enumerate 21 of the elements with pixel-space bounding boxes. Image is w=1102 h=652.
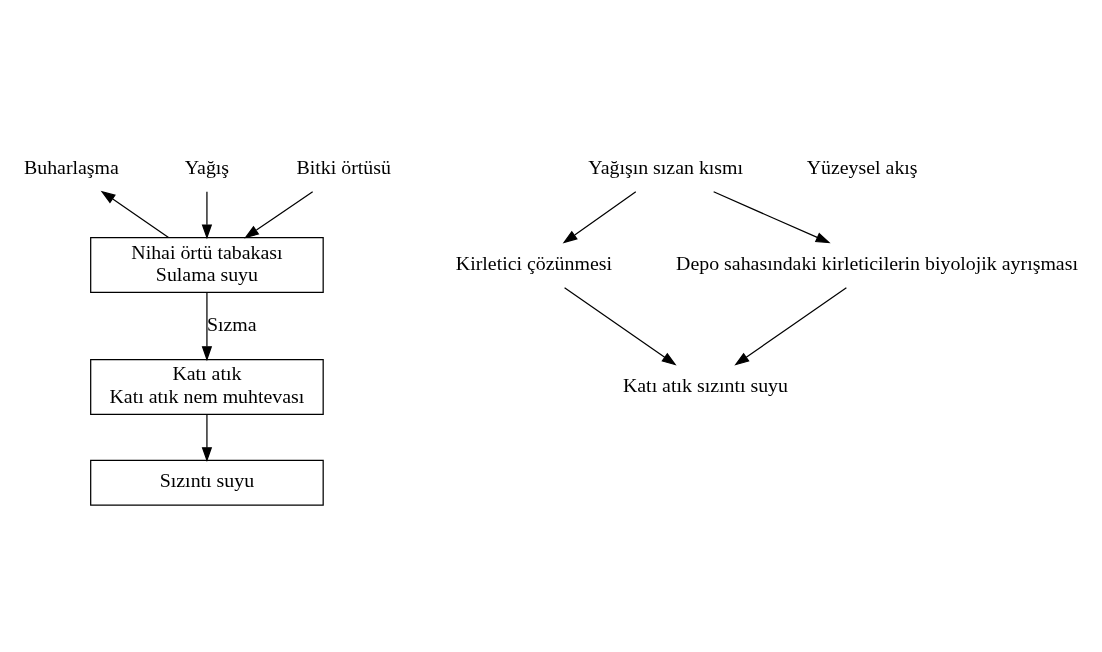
node-text: Buharlaşma (23, 156, 119, 179)
arrow (562, 191, 637, 244)
node-text: Bitki örtüsü (296, 156, 391, 179)
arrow (734, 287, 847, 366)
node-text: Yağış (184, 156, 230, 179)
arrow (100, 190, 170, 239)
arrow (244, 191, 314, 239)
label: Yüzeysel akış (806, 156, 918, 179)
node-box: Nihai örtü tabakası Sulama suyu (90, 237, 324, 294)
node-text: Yağışın sızan kısmı (588, 156, 744, 179)
node-text: Kirletici çözünmesi (455, 251, 612, 274)
edge-label: Sızma (206, 312, 257, 335)
node-text: Depo sahasındaki kirleticilerin biyolojik ayrışması (676, 251, 1078, 274)
node-text: Katı atık sızıntı suyu (622, 373, 788, 396)
node-box: Sızıntı suyu (90, 459, 324, 506)
arrow (563, 287, 677, 366)
arrow (201, 292, 213, 362)
arrow (201, 414, 213, 463)
arrow (201, 191, 213, 240)
node-box: Katı atık Katı atık nem muhtevası (90, 358, 324, 415)
arrow (713, 191, 831, 244)
